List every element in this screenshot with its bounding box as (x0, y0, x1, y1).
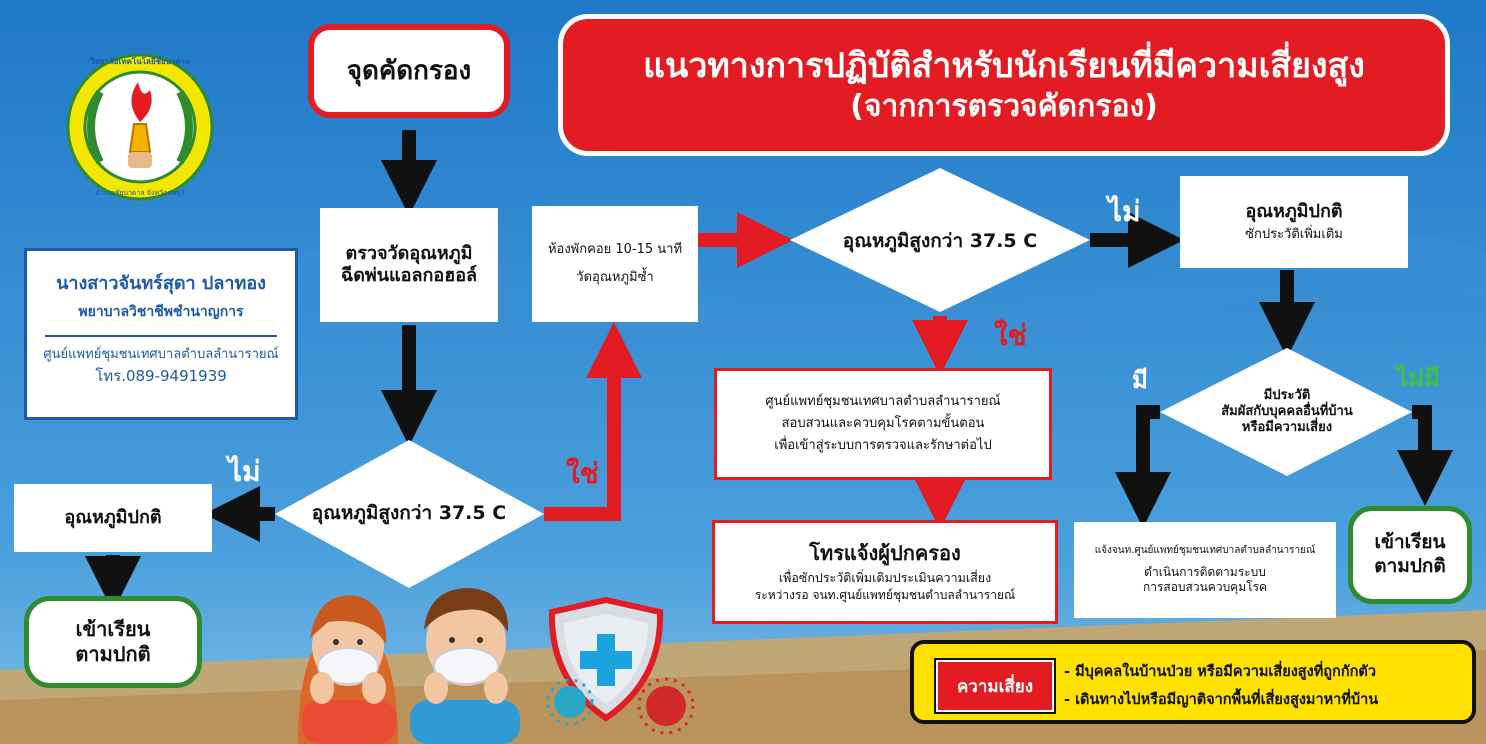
title-line-2: (จากการตรวจคัดกรอง) (850, 88, 1158, 124)
risk-tag: ความเสี่ยง (936, 660, 1054, 712)
title-line-1: แนวทางการปฏิบัติสำหรับนักเรียนที่มีความเ… (643, 46, 1365, 86)
label-no-left: ไม่ (228, 455, 261, 488)
call-parent-box: โทรแจ้งผู้ปกครอง เพื่อซักประวัติเพิ่มเติ… (712, 520, 1058, 624)
check2-label: อุณหภูมิสูงกว่า 37.5 C (842, 230, 1038, 253)
arrow-history-to-attend (1397, 405, 1453, 506)
parent-line-2: เพื่อซักประวัติเพิ่มเติมประเมินความเสี่ย… (778, 570, 992, 586)
arrow-check1-to-rest (544, 322, 642, 521)
attend-left-box: เข้าเรียน ตามปกติ (24, 596, 202, 688)
parent-line-3: ระหว่างรอ จนท.ศูนย์แพทย์ชุมชนตำบลลำนาราย… (754, 587, 1016, 602)
measure-line-2: ฉีดพ่นแอลกอฮอล์ (340, 265, 478, 286)
rest-room-box: ห้องพักคอย 10-15 นาที วัดอุณหภูมิซ้ำ (532, 206, 698, 322)
check1-diamond-shape (275, 440, 544, 588)
contact-card: นางสาวจันทร์สุดา ปลาทอง พยาบาลวิชาชีพชำน… (24, 248, 298, 420)
label-yes-right: ใช่ (994, 319, 1027, 352)
notify-line-1: แจ้งจนท.ศูนย์แพทย์ชุมชนเทศบาลตำบลลำนาราย… (1094, 544, 1316, 556)
normal-right-line-2: ซักประวัติเพิ่มเติม (1245, 227, 1343, 243)
medical-shield-icon (548, 596, 664, 722)
contact-name: นางสาวจันทร์สุดา ปลาทอง (56, 273, 266, 294)
normal-left-box: อุณหภูมิปกติ (14, 484, 212, 552)
history-line-2: สัมผัสกับบุคคลอื่นที่บ้าน (1221, 403, 1353, 419)
check1-diamond: อุณหภูมิสูงกว่า 37.5 C (280, 494, 538, 534)
measure-box: ตรวจวัดอุณหภูมิ ฉีดพ่นแอลกอฮอล์ (320, 208, 498, 322)
risk-item-2: - เดินทางไปหรือมีญาติจากพื้นที่เสี่ยงสูง… (1064, 692, 1379, 708)
attend-right-line-1: เข้าเรียน (1374, 531, 1446, 554)
risk-legend: ความเสี่ยง - มีบุคคลในบ้านป่วย หรือมีควา… (910, 640, 1476, 724)
measure-line-1: ตรวจวัดอุณหภูมิ (345, 242, 473, 264)
label-have-not: ไม่มี (1396, 364, 1440, 392)
virus-icon (546, 677, 695, 735)
center-line-1: ศูนย์แพทย์ชุมชนเทศบาลตำบลลำนารายณ์ (765, 393, 1001, 409)
check2-diamond-shape (790, 168, 1090, 312)
contact-position: พยาบาลวิชาชีพชำนาญการ (78, 303, 244, 320)
title-banner: แนวทางการปฏิบัติสำหรับนักเรียนที่มีความเ… (558, 14, 1450, 156)
history-line-1: มีประวัติ (1263, 387, 1311, 403)
notify-line-3: การสอบสวนควบคุมโรค (1142, 580, 1268, 595)
contact-phone: โทร.089-9491939 (95, 367, 227, 386)
notify-staff-box: แจ้งจนท.ศูนย์แพทย์ชุมชนเทศบาลตำบลลำนาราย… (1074, 522, 1336, 618)
label-no-right: ไม่ (1108, 195, 1141, 228)
contact-divider (45, 335, 277, 337)
check1-label: อุณหภูมิสูงกว่า 37.5 C (311, 502, 507, 525)
attend-left-line-1: เข้าเรียน (75, 617, 151, 641)
label-yes-left: ใช่ (566, 457, 599, 490)
history-diamond-shape (1160, 348, 1412, 476)
attend-left-line-2: ตามปกติ (75, 642, 151, 666)
arrow-history-to-notify (1115, 405, 1171, 528)
contact-org: ศูนย์แพทย์ชุมชนเทศบาลตำบลลำนารายณ์ (43, 347, 279, 362)
masked-boy-icon (410, 588, 520, 744)
masked-kids-illustration (298, 588, 695, 744)
risk-legend-items: - มีบุคคลในบ้านป่วย หรือมีความเสี่ยงสูงท… (1064, 658, 1378, 714)
history-diamond: มีประวัติ สัมผัสกับบุคคลอื่นที่บ้าน หรือ… (1178, 380, 1396, 444)
label-have: มี (1132, 366, 1148, 394)
attend-right-line-2: ตามปกติ (1374, 555, 1446, 577)
college-logo: วิทยาลัยเทคโนโลยีชัยบาดาล อำเภอชัยบาดาล … (66, 53, 214, 201)
normal-left-label: อุณหภูมิปกติ (64, 506, 162, 528)
center-line-2: สอบสวนและควบคุมโรคตามขั้นตอน (781, 415, 985, 431)
rest-line-1: ห้องพักคอย 10-15 นาที (547, 241, 683, 257)
parent-line-1: โทรแจ้งผู้ปกครอง (809, 541, 961, 566)
history-line-3: หรือมีความเสี่ยง (1241, 420, 1333, 436)
rest-line-2: วัดอุณหภูมิซ้ำ (576, 270, 654, 285)
risk-item-1: - มีบุคคลในบ้านป่วย หรือมีความเสี่ยงสูงท… (1064, 664, 1376, 680)
normal-right-box: อุณหภูมิปกติ ซักประวัติเพิ่มเติม (1180, 176, 1408, 268)
center-investigate-box: ศูนย์แพทย์ชุมชนเทศบาลตำบลลำนารายณ์ สอบสว… (714, 368, 1052, 480)
attend-right-box: เข้าเรียน ตามปกติ (1348, 506, 1472, 604)
masked-girl-icon (298, 595, 398, 744)
notify-line-2: ดำเนินการติดตามระบบ (1144, 565, 1266, 580)
logo-text-top: วิทยาลัยเทคโนโลยีชัยบาดาล (90, 56, 190, 66)
logo-text-bottom: อำเภอชัยบาดาล จังหวัดลพบุรี (95, 189, 185, 197)
screening-point-label: จุดคัดกรอง (346, 55, 472, 86)
screening-point-box: จุดคัดกรอง (308, 24, 510, 118)
normal-right-line-1: อุณหภูมิปกติ (1245, 200, 1343, 222)
check2-diamond: อุณหภูมิสูงกว่า 37.5 C (796, 222, 1084, 262)
center-line-3: เพื่อเข้าสู่ระบบการตรวจและรักษาต่อไป (774, 438, 992, 454)
